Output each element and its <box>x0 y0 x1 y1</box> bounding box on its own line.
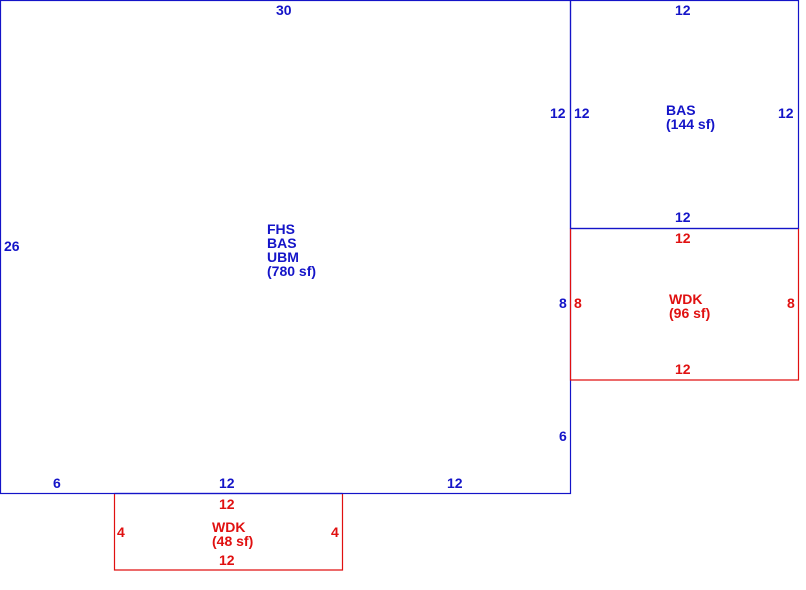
side-deck-dim-bottom: 12 <box>675 361 691 377</box>
main-dim-bottom-left: 6 <box>53 475 61 491</box>
addition-area-size: (144 sf) <box>666 116 716 132</box>
side-deck-dim-right: 8 <box>787 295 795 311</box>
main-dim-left: 26 <box>4 238 20 254</box>
main-area-size: (780 sf) <box>267 263 317 279</box>
rear-deck-area-label: WDK (48 sf) <box>212 520 253 548</box>
main-dim-right-lower: 6 <box>559 428 567 444</box>
addition-dim-right: 12 <box>778 105 794 121</box>
side-deck-area-size: (96 sf) <box>669 305 711 321</box>
addition-dim-top: 12 <box>675 2 691 18</box>
side-deck-dim-left: 8 <box>574 295 582 311</box>
main-area-code-1: FHS <box>267 221 295 237</box>
main-dim-bottom-middle: 12 <box>219 475 235 491</box>
main-area-label: FHS BAS UBM (780 sf) <box>267 222 316 278</box>
addition-dim-left: 12 <box>574 105 590 121</box>
rear-deck-area-code: WDK <box>212 519 246 535</box>
rear-deck-area-size: (48 sf) <box>212 533 254 549</box>
rear-deck-dim-right: 4 <box>331 524 339 540</box>
side-deck-area-label: WDK (96 sf) <box>669 292 710 320</box>
side-deck-dim-top: 12 <box>675 230 691 246</box>
side-deck-outline <box>569 228 800 381</box>
addition-area-code: BAS <box>666 102 696 118</box>
side-deck-area-code: WDK <box>669 291 703 307</box>
rear-deck-dim-left: 4 <box>117 524 125 540</box>
main-area-code-3: UBM <box>267 249 299 265</box>
main-dim-right-upper: 12 <box>550 105 566 121</box>
main-area-code-2: BAS <box>267 235 297 251</box>
addition-dim-bottom: 12 <box>675 209 691 225</box>
main-dim-top: 30 <box>276 2 292 18</box>
main-dim-right-middle: 8 <box>559 295 567 311</box>
rear-deck-outline <box>113 494 344 571</box>
rear-deck-dim-top: 12 <box>219 496 235 512</box>
addition-area-label: BAS (144 sf) <box>666 103 715 131</box>
rear-deck-dim-bottom: 12 <box>219 552 235 568</box>
main-dim-bottom-right: 12 <box>447 475 463 491</box>
